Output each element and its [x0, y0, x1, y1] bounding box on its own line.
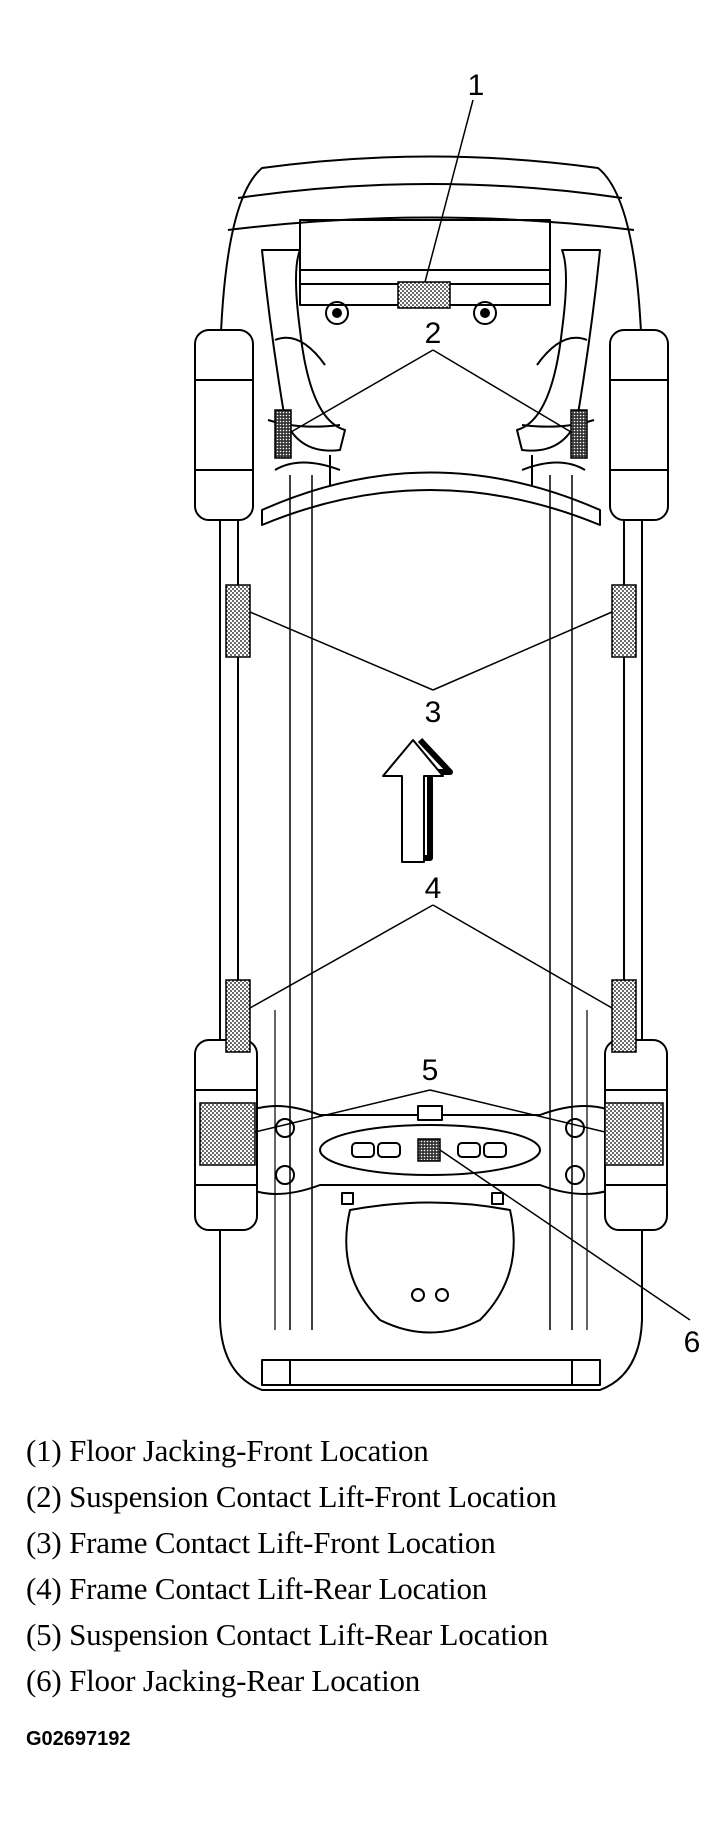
- floor-jack-front-pad: [397, 281, 451, 309]
- rear-bumper: [261, 1359, 601, 1386]
- legend-item-3: (3) Frame Contact Lift-Front Location: [26, 1525, 496, 1560]
- front-right-control-arm: [516, 249, 601, 452]
- front-subframe: [261, 471, 601, 526]
- callout-4: 4: [425, 872, 442, 905]
- car-body-outline: [219, 155, 643, 1391]
- frame-rear-left-pad: [225, 979, 251, 1053]
- callout-5: 5: [422, 1054, 439, 1087]
- legend-item-1: (1) Floor Jacking-Front Location: [26, 1433, 429, 1468]
- legend-item-5: (5) Suspension Contact Lift-Rear Locatio…: [26, 1617, 549, 1652]
- legend-item-4: (4) Frame Contact Lift-Rear Location: [26, 1571, 488, 1606]
- frame-front-left-pad: [225, 584, 251, 658]
- spare-tire-well: [345, 1201, 515, 1334]
- front-right-wheel: [609, 329, 669, 521]
- legend: (1) Floor Jacking-Front Location (2) Sus…: [26, 1428, 712, 1704]
- forward-arrow-icon: [382, 737, 453, 863]
- frame-rear-right-pad: [611, 979, 637, 1053]
- front-left-control-arm: [261, 249, 346, 452]
- floor-jack-rear-pad: [417, 1138, 441, 1162]
- suspension-front-right-pad: [570, 409, 588, 459]
- callout-1: 1: [468, 69, 485, 102]
- front-left-wheel: [194, 329, 254, 521]
- front-bumper: [237, 183, 623, 199]
- callout-2: 2: [425, 317, 442, 350]
- legend-item-6: (6) Floor Jacking-Rear Location: [26, 1663, 421, 1698]
- figure-code: G02697192: [26, 1728, 131, 1750]
- suspension-rear-left-pad: [199, 1102, 256, 1166]
- callout-6: 6: [684, 1326, 701, 1359]
- suspension-front-left-pad: [274, 409, 292, 459]
- frame-front-right-pad: [611, 584, 637, 658]
- callout-3: 3: [425, 696, 442, 729]
- vehicle-underbody-diagram: 1 2 3 4 5 6: [194, 69, 701, 1391]
- legend-item-2: (2) Suspension Contact Lift-Front Locati…: [26, 1479, 557, 1514]
- suspension-rear-right-pad: [604, 1102, 664, 1166]
